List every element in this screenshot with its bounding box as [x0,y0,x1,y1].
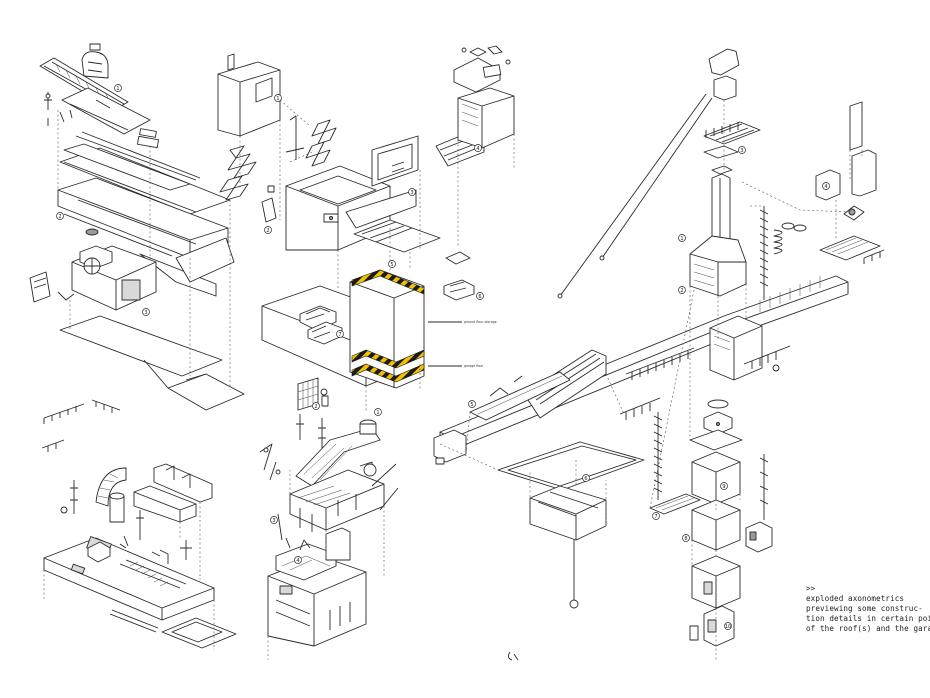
roof-assembly-top-left [29,43,245,411]
base-assembly-bottom-left [41,399,237,650]
numbered-detail-tags: 1 2 3 1 2 3 4 5 6 7 1 2 3 4 1 2 3 4 5 6 … [56,84,830,630]
svg-text:1: 1 [116,86,119,92]
drawing-caption: >> exploded axonometrics previewing some… [806,584,930,634]
svg-text:4: 4 [824,184,827,190]
svg-text:2: 2 [58,214,61,220]
garage-core-with-hazard-stripes: ground floor storage garage floor [261,269,497,412]
svg-text:2: 2 [680,288,683,294]
svg-text:5: 5 [390,262,393,268]
svg-text:5: 5 [470,402,473,408]
caption-line-2: previewing some construc- [806,604,923,613]
svg-text:garage floor: garage floor [464,364,484,368]
svg-text:4: 4 [476,146,479,152]
north-arrow-mark [507,651,519,661]
building-assembly-top-center [217,45,515,301]
svg-text:6: 6 [478,294,481,300]
caption-line-3: tion details in certain points [806,614,930,623]
svg-text:1: 1 [680,236,683,242]
garage-structure-right [433,48,885,660]
svg-text:9: 9 [722,484,725,490]
svg-text:1: 1 [276,96,279,102]
caption-marker: >> [806,584,816,593]
svg-text:3: 3 [410,190,413,196]
roof-detail-bottom-center [259,377,399,660]
svg-text:10: 10 [725,624,731,630]
svg-text:4: 4 [296,558,299,564]
svg-text:1: 1 [376,410,379,416]
svg-text:ground floor storage: ground floor storage [464,320,497,324]
svg-text:6: 6 [584,476,587,482]
svg-text:7: 7 [654,514,657,520]
caption-line-1: exploded axonometrics [806,594,905,603]
svg-text:8: 8 [684,536,687,542]
svg-text:7: 7 [338,332,341,338]
caption-line-4: of the roof(s) and the garage [806,624,930,633]
svg-text:2: 2 [314,404,317,410]
svg-text:3: 3 [272,518,275,524]
svg-text:3: 3 [740,148,743,154]
svg-text:2: 2 [266,228,269,234]
svg-text:3: 3 [144,310,147,316]
